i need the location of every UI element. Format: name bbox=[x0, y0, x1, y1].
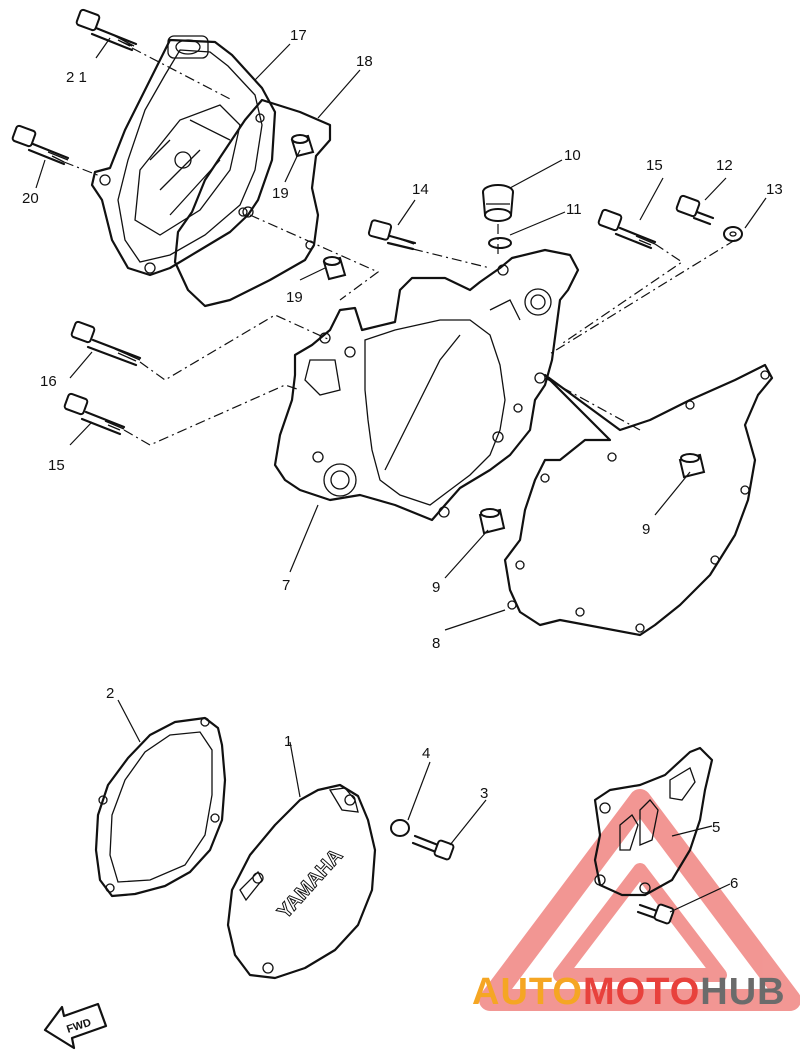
label-17: 17 bbox=[290, 27, 307, 44]
bolt-16 bbox=[70, 320, 142, 367]
label-15-right: 15 bbox=[646, 157, 663, 174]
watermark-triangle bbox=[479, 789, 800, 1011]
label-9-left: 9 bbox=[432, 579, 440, 596]
bolt-20 bbox=[11, 124, 70, 166]
label-16: 16 bbox=[40, 373, 57, 390]
dowel-pin-upper bbox=[290, 134, 315, 158]
bolt-3 bbox=[411, 834, 455, 861]
ignition-cover: YAMAHA bbox=[226, 783, 377, 980]
clutch-outer-cover bbox=[90, 35, 277, 277]
washer-13 bbox=[723, 226, 743, 242]
watermark-part-auto: AUTO bbox=[472, 971, 583, 1013]
svg-text:AUTOMOTOHUB: AUTOMOTOHUB bbox=[472, 971, 786, 1013]
label-19-lower: 19 bbox=[286, 289, 303, 306]
crankcase-cover-gasket bbox=[503, 363, 774, 637]
label-5: 5 bbox=[712, 819, 720, 836]
label-14: 14 bbox=[412, 181, 429, 198]
oil-filler-plug bbox=[482, 184, 514, 222]
label-4: 4 bbox=[422, 745, 430, 762]
clutch-cover-gasket bbox=[173, 98, 332, 308]
bolt-6 bbox=[636, 903, 675, 925]
bolt-12 bbox=[675, 194, 715, 226]
sprocket-cover bbox=[593, 746, 714, 897]
label-12: 12 bbox=[716, 157, 733, 174]
bolt-15-left bbox=[63, 392, 126, 436]
bolt-14 bbox=[367, 219, 417, 251]
fwd-arrow-icon: FWD bbox=[43, 1002, 108, 1050]
assembly-lines bbox=[63, 47, 736, 446]
dowel-pin-gasket-upper bbox=[678, 453, 706, 479]
leader-lines bbox=[35, 37, 767, 913]
label-2: 2 bbox=[106, 685, 114, 702]
part-labels: 17 18 2 1 20 19 19 14 10 11 15 12 13 16 … bbox=[22, 27, 783, 892]
label-6: 6 bbox=[730, 875, 738, 892]
label-11: 11 bbox=[566, 201, 582, 218]
label-10: 10 bbox=[564, 147, 581, 164]
bolt-15-right bbox=[597, 208, 657, 250]
label-7: 7 bbox=[282, 577, 290, 594]
label-1: 1 bbox=[284, 733, 292, 750]
watermark-part-hub: HUB bbox=[700, 971, 785, 1013]
label-9-right: 9 bbox=[642, 521, 650, 538]
dowel-pin-gasket-lower bbox=[478, 508, 506, 535]
watermark-part-moto: MOTO bbox=[583, 971, 700, 1013]
bolt-21 bbox=[75, 8, 138, 52]
crankcase-cover bbox=[273, 248, 580, 522]
watermark-logo: AUTOMOTOHUB bbox=[472, 971, 786, 1013]
label-21: 2 1 bbox=[66, 69, 87, 86]
label-13: 13 bbox=[766, 181, 783, 198]
label-19-upper: 19 bbox=[272, 185, 289, 202]
ignition-cover-gasket bbox=[94, 716, 227, 898]
washer-4 bbox=[390, 819, 410, 837]
dowel-pin-lower bbox=[322, 256, 347, 281]
cover-logo: YAMAHA bbox=[273, 845, 347, 924]
label-3: 3 bbox=[480, 785, 488, 802]
label-8: 8 bbox=[432, 635, 440, 652]
o-ring bbox=[488, 237, 512, 249]
label-18: 18 bbox=[356, 53, 373, 70]
label-20: 20 bbox=[22, 190, 39, 207]
label-15-left: 15 bbox=[48, 457, 65, 474]
